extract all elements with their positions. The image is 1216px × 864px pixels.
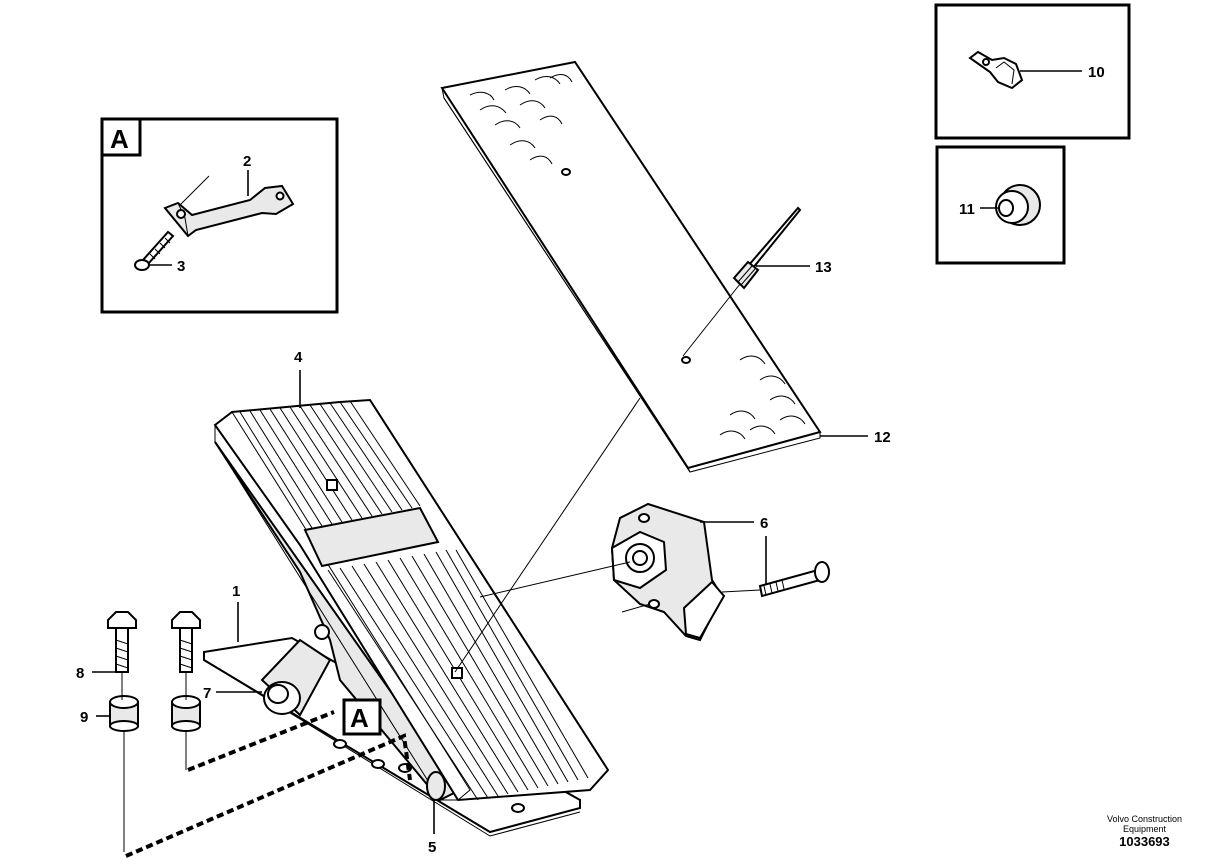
brand-line-1: Volvo Construction [1106, 814, 1182, 824]
callout-13: 13 [815, 259, 832, 276]
reference-number: 1033693 [1119, 834, 1170, 849]
callout-4: 4 [294, 349, 303, 366]
brand-line-2: Equipment [1122, 824, 1166, 834]
sensor-bolt [721, 536, 830, 598]
sensor-part: 6 [479, 502, 768, 642]
rivet-part: 13 [682, 206, 832, 357]
foot-plate: 12 [440, 60, 891, 473]
callout-11: 11 [959, 201, 975, 218]
spacer-middle [171, 695, 201, 732]
callout-9: 9 [80, 709, 88, 726]
pedal-body: 4 [213, 349, 610, 802]
callout-2: 2 [243, 153, 251, 170]
callout-5: 5 [428, 839, 436, 856]
bolt-left: 8 [76, 611, 137, 682]
pedal-plate-leader [454, 397, 641, 673]
callout-a: A [342, 698, 382, 736]
roller-part: 5 [426, 771, 446, 856]
spacer-left: 9 [80, 695, 139, 732]
callout-8: 8 [76, 665, 84, 682]
callout-1: 1 [232, 583, 240, 600]
detail-box-clip: 10 [934, 3, 1131, 140]
callout-12: 12 [874, 429, 891, 446]
detail-box-grommet: 11 [935, 145, 1066, 265]
bracket-part [163, 184, 295, 238]
callout-3: 3 [177, 258, 185, 275]
hinge-part: 7 [203, 638, 332, 717]
assembly-leaders [121, 672, 412, 858]
detail-box-a-label: A [110, 124, 129, 154]
callout-6: 6 [760, 515, 768, 532]
callout-7: 7 [203, 685, 211, 702]
brand-block: Volvo Construction Equipment 1033693 [1107, 814, 1182, 850]
callout-a-label: A [350, 703, 369, 733]
bolt-middle [171, 611, 201, 673]
callout-10: 10 [1088, 64, 1105, 81]
detail-box-a: A 2 3 [100, 117, 339, 314]
